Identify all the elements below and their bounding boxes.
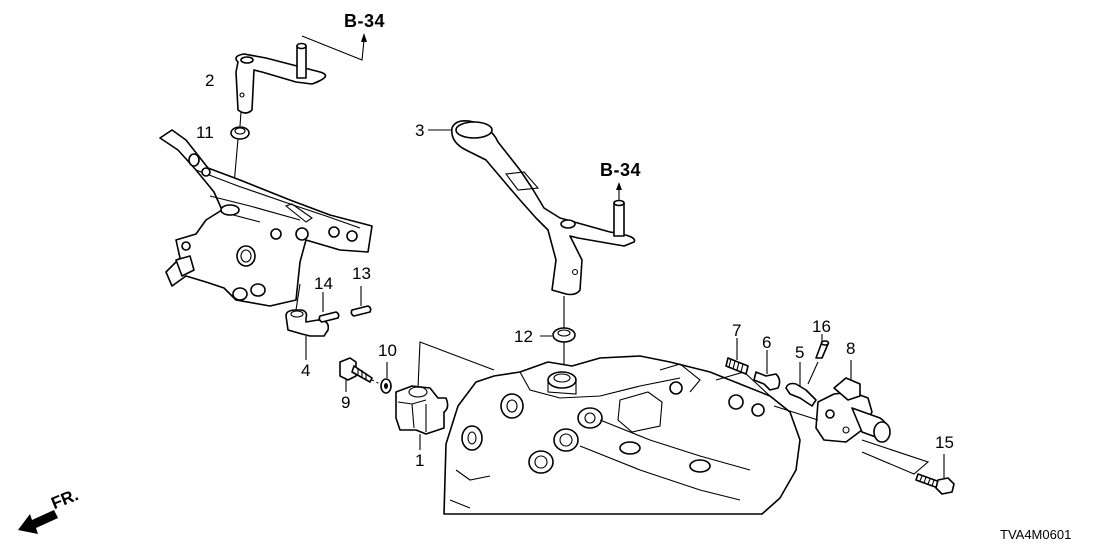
callout-11[interactable]: 11 [196,123,214,142]
ref-b34-top[interactable]: B-34 [344,11,386,31]
callout-2[interactable]: 2 [205,71,215,90]
callout-9[interactable]: 9 [341,393,351,412]
ref-b34-top-leader [301,35,365,61]
callout-6[interactable]: 6 [762,333,772,352]
ref-b34-mid-arrow-icon [616,182,622,190]
callout-13[interactable]: 13 [352,264,371,283]
callout-5[interactable]: 5 [795,343,805,362]
callout-10[interactable]: 10 [378,341,397,360]
part-5-clip[interactable] [785,382,817,407]
callout-1[interactable]: 1 [415,451,425,470]
callout-4[interactable]: 4 [301,361,311,380]
part-16-pin[interactable] [815,340,830,359]
part-11-seal[interactable] [230,126,250,140]
part-4-joint[interactable] [285,309,330,337]
part-2-shift-arm[interactable] [235,42,327,114]
callout-7[interactable]: 7 [732,321,742,340]
part-14-pin[interactable] [318,311,340,323]
part-12-seal[interactable] [552,327,576,343]
part-7-spring[interactable] [725,357,749,375]
ref-b34-top-arrow-icon [361,33,367,42]
part-8-actuator[interactable] [815,377,891,443]
left-housing [159,129,373,307]
part-10-washer[interactable] [380,378,392,394]
part-6-plunger[interactable] [753,371,781,391]
callout-3[interactable]: 3 [415,121,425,140]
part-13-pin[interactable] [350,305,372,317]
callout-8[interactable]: 8 [846,339,856,358]
callout-12[interactable]: 12 [514,327,533,346]
part-15-bolt[interactable] [915,473,955,495]
front-direction-arrow-icon [18,510,58,534]
transmission-case [443,355,801,515]
part-1-holder[interactable] [395,385,449,435]
diagram-code: TVA4M0601 [1000,527,1072,542]
callout-14[interactable]: 14 [314,274,333,293]
callout-16[interactable]: 16 [812,317,831,336]
callout-15[interactable]: 15 [935,433,954,452]
ref-b34-mid[interactable]: B-34 [600,160,642,180]
part-9-bolt[interactable] [339,357,373,383]
part-3-shift-lever[interactable] [450,120,636,296]
